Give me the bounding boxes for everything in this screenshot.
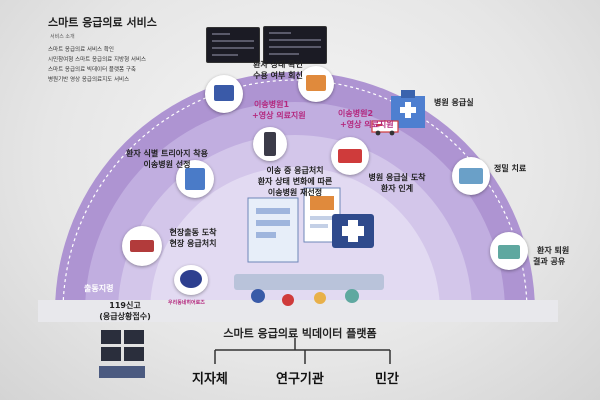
video-support-illustration	[298, 66, 334, 102]
platform-title: 스마트 응급의료 빅데이터 플랫폼	[223, 327, 377, 340]
patient-check-illustration	[205, 75, 243, 113]
arch-base	[38, 300, 558, 322]
label-precision-treatment: 정밀 치료	[494, 164, 527, 173]
panel-item: 스마트 응급의료 빅데이터 플랫폼 구축	[48, 67, 136, 73]
discharge-illustration	[490, 232, 528, 270]
label-discharge: 환자 퇴원	[537, 246, 570, 255]
branch-research-institute: 연구기관	[276, 372, 324, 387]
panel-item: 스마트 응급의료 서비스 확인	[48, 47, 114, 53]
label-emergency-intake: (응급상황접수)	[99, 312, 151, 321]
label-video-support-1: +영상 의료지원	[252, 111, 306, 120]
label-hospital-er: 병원 응급실	[434, 98, 474, 107]
mobile-app-illustration	[253, 127, 287, 161]
label-scene-first-aid: 현장 응급처치	[169, 239, 217, 248]
branch-private-sector: 민간	[375, 372, 399, 387]
control-room-illustration	[99, 330, 145, 378]
label-hospital-1: 이송병원1	[254, 100, 290, 109]
ambulance-icon	[371, 120, 399, 136]
label-accept-reply: 수용 여부 회신	[253, 71, 303, 80]
panel-list: 스마트 응급의료 서비스 확인 시민참여형 스마트 응급의료 지방형 서비스 스…	[48, 45, 146, 85]
precision-treatment-illustration	[452, 157, 490, 195]
panel-subtitle: 서비스 소개	[50, 34, 75, 40]
scene-first-aid-illustration	[122, 226, 162, 266]
community-heroes-logo	[174, 265, 208, 295]
label-patient-check: 환자 상태 확인	[253, 60, 303, 69]
label-hospital-2: 이송병원2	[338, 109, 374, 118]
label-scene-arrival: 현장출동 도착	[169, 228, 217, 237]
panel-item: 시민참여형 스마트 응급의료 지방형 서비스	[48, 57, 147, 63]
label-transit-first-aid: 이송 중 응급처치	[266, 166, 324, 175]
label-119-call: 119신고	[109, 301, 141, 310]
panel-title: 스마트 응급의료 서비스	[48, 16, 157, 29]
label-dispatch: 출동지령	[84, 284, 114, 293]
label-transit-reselect: 이송병원 재선정	[267, 188, 323, 197]
panel-item: 병원기반 영상 응급의료지도 서비스	[48, 77, 130, 83]
monitor-left	[206, 27, 260, 63]
label-triage: 환자 식별 트리아지 착용	[126, 149, 208, 158]
label-result-share: 결과 공유	[533, 257, 566, 266]
label-video-support-2: +영상 의료지원	[340, 120, 394, 129]
label-er-arrival: 병원 응급실 도착	[368, 173, 426, 182]
label-transit-status-change: 환자 상태 변화에 따른	[257, 177, 333, 186]
triage-tag-illustration	[176, 160, 214, 198]
monitor-right	[263, 26, 327, 64]
label-patient-handover: 환자 인계	[380, 184, 414, 193]
branch-local-government: 지자체	[192, 372, 228, 387]
central-platform-illustration	[234, 187, 384, 306]
label-community-heroes: 우리동네히어로즈	[168, 300, 205, 306]
label-select-hospital: 이송병원 선정	[143, 160, 191, 169]
ambulance-transit-illustration	[331, 137, 369, 175]
